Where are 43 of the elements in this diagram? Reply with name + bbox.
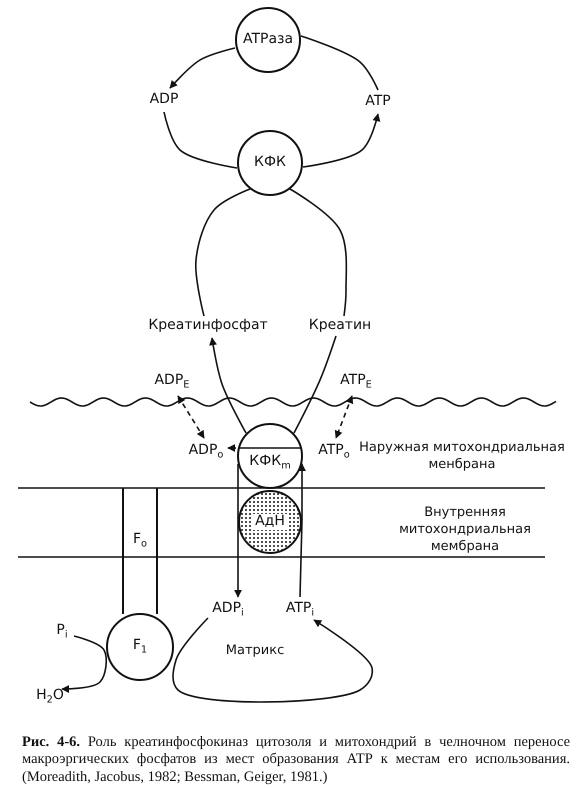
metabolite-label: ATP$_{i}$ [286, 600, 314, 620]
node-label: КФК [254, 155, 286, 171]
connector-line [300, 35, 379, 90]
region-label: Матрикс [224, 643, 286, 660]
membrane-label: Внутренняя митохондриальная мембрана [398, 505, 532, 556]
arrow [172, 617, 374, 703]
enzyme-circle [237, 423, 303, 489]
metabolite-label: P$_{i}$ [56, 622, 68, 642]
enzyme-circle [106, 613, 174, 681]
arrow [177, 395, 205, 439]
arrow [227, 444, 236, 452]
connector-line [290, 188, 348, 316]
connector-line [163, 112, 238, 169]
arrow [169, 47, 236, 89]
node-label: ATPаза [242, 32, 294, 48]
carrier-circle [238, 490, 302, 554]
membrane-label: Наружная митохондриальная менбрана [358, 440, 566, 474]
arrow [334, 395, 354, 439]
arrow [234, 464, 242, 598]
metabolite-label: Креатин [308, 318, 372, 334]
metabolite-label: ADP$_{i}$ [212, 600, 244, 620]
arrow [209, 337, 247, 434]
metabolite-label: ADP$_{o}$ [188, 442, 224, 462]
metabolite-label: ATP [365, 94, 391, 110]
connector-line [195, 188, 250, 316]
connector-line [293, 336, 337, 434]
metabolite-label: Креатинфосфат [148, 318, 268, 334]
arrow [302, 113, 380, 168]
metabolite-label: ADP$_{E}$ [154, 372, 190, 392]
arrow [61, 635, 108, 693]
metabolite-label: ATP$_{o}$ [318, 442, 350, 462]
enzyme-circle [237, 130, 303, 196]
node-label: F$_{o}$ [132, 532, 148, 550]
metabolite-label: H$_{2}$O [36, 688, 64, 706]
enzyme-circle [235, 7, 301, 73]
node-label: КФК$_{m}$ [249, 454, 291, 472]
node-label: АдН [253, 514, 287, 530]
metabolite-label: ADP [150, 92, 178, 108]
figure-caption: Рис. 4-6. Роль креатинфосфокиназ цитозоля и митохондрий в челночном переносе макроэргических фосфатов из мест образования АТР к местам его использования. (Moreadith, Jacobus, 1982; Bessman, Geiger, 1981.) [22, 734, 570, 786]
arrow [298, 463, 306, 598]
channel-box [122, 488, 158, 614]
metabolite-label: ATP$_{E}$ [340, 372, 372, 392]
node-label: F$_{1}$ [132, 638, 148, 656]
